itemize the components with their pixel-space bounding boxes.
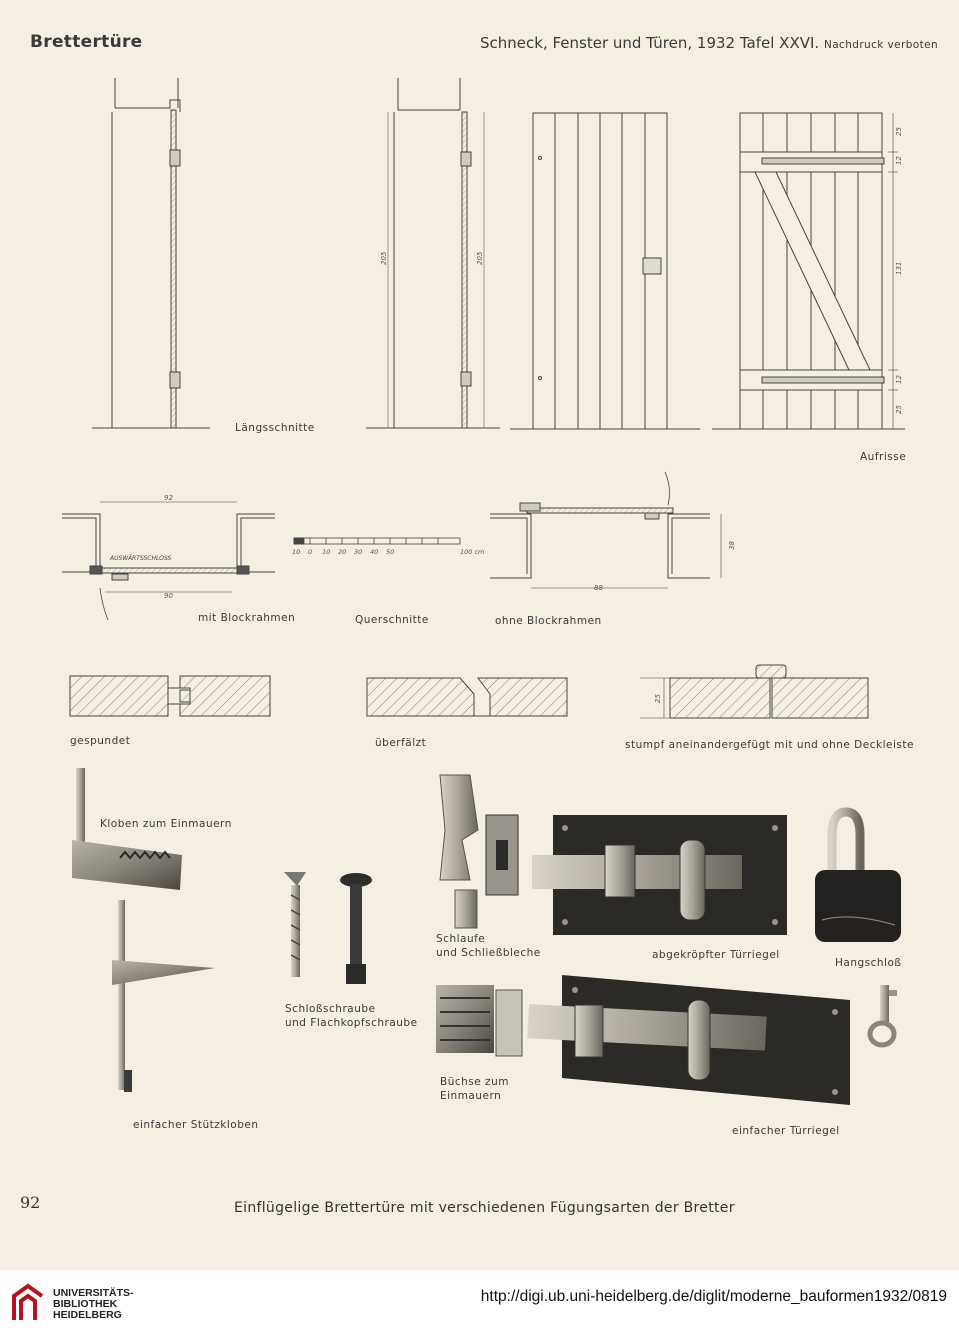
label-elevations: Aufrisse xyxy=(860,451,907,463)
dim-25-bottom: 25 xyxy=(895,405,903,414)
longitudinal-section-2 xyxy=(366,78,500,429)
wall-hinge-pin-photo xyxy=(72,768,182,890)
support-hinge-photo xyxy=(112,900,215,1092)
label-padlock: Hangschloß xyxy=(835,957,902,969)
label-rebated: überfälzt xyxy=(375,737,427,749)
library-logo-icon xyxy=(12,1283,44,1320)
joint-rebated xyxy=(366,677,568,717)
technical-drawings: 205 205 xyxy=(62,78,905,1105)
dim-205-a: 205 xyxy=(380,251,388,265)
label-longitudinal-sections: Längsschnitte xyxy=(235,422,315,434)
label-with-frame: mit Blockrahmen xyxy=(198,612,296,624)
label-support-hinge: einfacher Stützkloben xyxy=(133,1119,259,1131)
page-number: 92 xyxy=(20,1193,41,1212)
source-text: Schneck, Fenster und Türen, 1932 Tafel X… xyxy=(480,34,820,52)
label-butt-joint: stumpf aneinandergefügt mit und ohne Dec… xyxy=(625,739,914,751)
cranked-bolt-photo xyxy=(532,815,787,935)
longitudinal-section-1 xyxy=(92,78,210,429)
simple-bolt-photo xyxy=(527,975,850,1105)
dim-38: 38 xyxy=(728,541,736,550)
scale-tick-2: 10 xyxy=(322,548,330,556)
joint-butt xyxy=(640,664,869,719)
dim-131: 131 xyxy=(895,262,903,275)
scale-labels: 10 0 10 20 30 40 50 100 cm xyxy=(292,548,484,556)
label-tongue-groove: gespundet xyxy=(70,735,131,747)
dim-12-bottom: 12 xyxy=(895,375,903,384)
label-outward-lock: AUSWÄRTSSCHLOSS xyxy=(109,555,171,562)
dim-88: 88 xyxy=(594,584,603,592)
scale-bar xyxy=(293,537,461,545)
key-photo xyxy=(867,985,897,1048)
scale-tick-5: 40 xyxy=(370,548,378,556)
dim-12-top: 12 xyxy=(895,156,903,165)
scale-end: 100 cm xyxy=(460,548,484,556)
plate-caption: Einflügelige Brettertüre mit verschieden… xyxy=(234,1200,735,1216)
staple-strike-plates-photo xyxy=(439,774,519,929)
label-wall-hinge: Kloben zum Einmauern xyxy=(100,818,232,830)
label-wall-socket: Büchse zum Einmauern xyxy=(440,1076,509,1102)
plate-source: Schneck, Fenster und Türen, 1932 Tafel X… xyxy=(480,34,938,52)
plate-page: Brettertüre Schneck, Fenster und Türen, … xyxy=(0,0,959,1270)
wall-socket-photo xyxy=(436,985,523,1057)
cross-section-with-frame xyxy=(62,501,275,621)
label-simple-bolt: einfacher Türriegel xyxy=(732,1125,840,1137)
label-cross-sections: Querschnitte xyxy=(355,614,429,626)
dim-25-top: 25 xyxy=(895,127,903,136)
scale-tick-1: 0 xyxy=(308,548,312,556)
padlock-photo xyxy=(815,807,901,942)
label-cranked-bolt: abgekröpfter Türriegel xyxy=(652,949,780,961)
reprint-notice: Nachdruck verboten xyxy=(823,39,939,51)
library-name: UNIVERSITÄTS- BIBLIOTHEK HEIDELBERG xyxy=(53,1287,134,1321)
screws-photo xyxy=(284,872,372,984)
dim-25-thickness: 25 xyxy=(654,694,662,703)
plate-title: Brettertüre xyxy=(30,32,143,52)
dim-205-b: 205 xyxy=(476,251,484,265)
cross-section-without-frame xyxy=(490,471,722,589)
label-without-frame: ohne Blockrahmen xyxy=(495,615,602,627)
scale-tick-0: 10 xyxy=(292,548,300,556)
source-url[interactable]: http://digi.ub.uni-heidelberg.de/diglit/… xyxy=(480,1288,947,1305)
joint-tongue-groove xyxy=(69,675,271,717)
label-staple-plates: Schlaufe und Schließbleche xyxy=(436,933,541,959)
elevation-plain xyxy=(510,112,700,430)
label-screws: Schloßschraube und Flachkopfschraube xyxy=(285,1003,418,1029)
elevation-braced xyxy=(712,112,905,430)
dim-92: 92 xyxy=(164,494,173,502)
library-footer: UNIVERSITÄTS- BIBLIOTHEK HEIDELBERG http… xyxy=(0,1270,959,1338)
scale-tick-3: 20 xyxy=(338,548,346,556)
dim-90: 90 xyxy=(164,592,173,600)
scale-tick-6: 50 xyxy=(386,548,394,556)
scale-tick-4: 30 xyxy=(354,548,362,556)
